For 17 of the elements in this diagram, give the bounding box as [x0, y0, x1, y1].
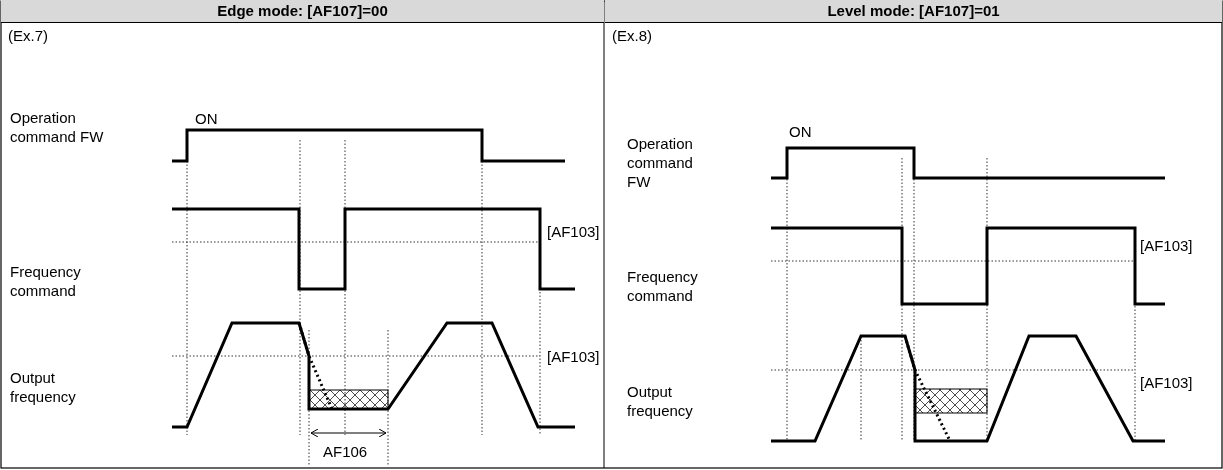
example-label: (Ex.8)	[612, 26, 652, 45]
threshold-label: [AF103]	[547, 347, 600, 366]
signal-name: Frequency command	[10, 262, 82, 300]
threshold-label: [AF103]	[1140, 236, 1193, 255]
state-label: ON	[195, 109, 218, 128]
threshold-label: [AF103]	[547, 222, 600, 241]
signal-name: Output frequency	[627, 382, 694, 420]
signal-name: Output frequency	[10, 368, 77, 406]
dimension-label: AF106	[323, 442, 368, 461]
state-label: ON	[789, 122, 812, 141]
signal-name: Frequency command	[627, 267, 699, 305]
example-label: (Ex.7)	[8, 26, 48, 45]
threshold-label: [AF103]	[1140, 373, 1193, 392]
column-header: Level mode: [AF107]=01	[605, 0, 1222, 23]
signal-name: Operation command FW	[10, 108, 105, 146]
column-header: Edge mode: [AF107]=00	[1, 0, 604, 23]
signal-name: Operation command FW	[627, 134, 694, 191]
